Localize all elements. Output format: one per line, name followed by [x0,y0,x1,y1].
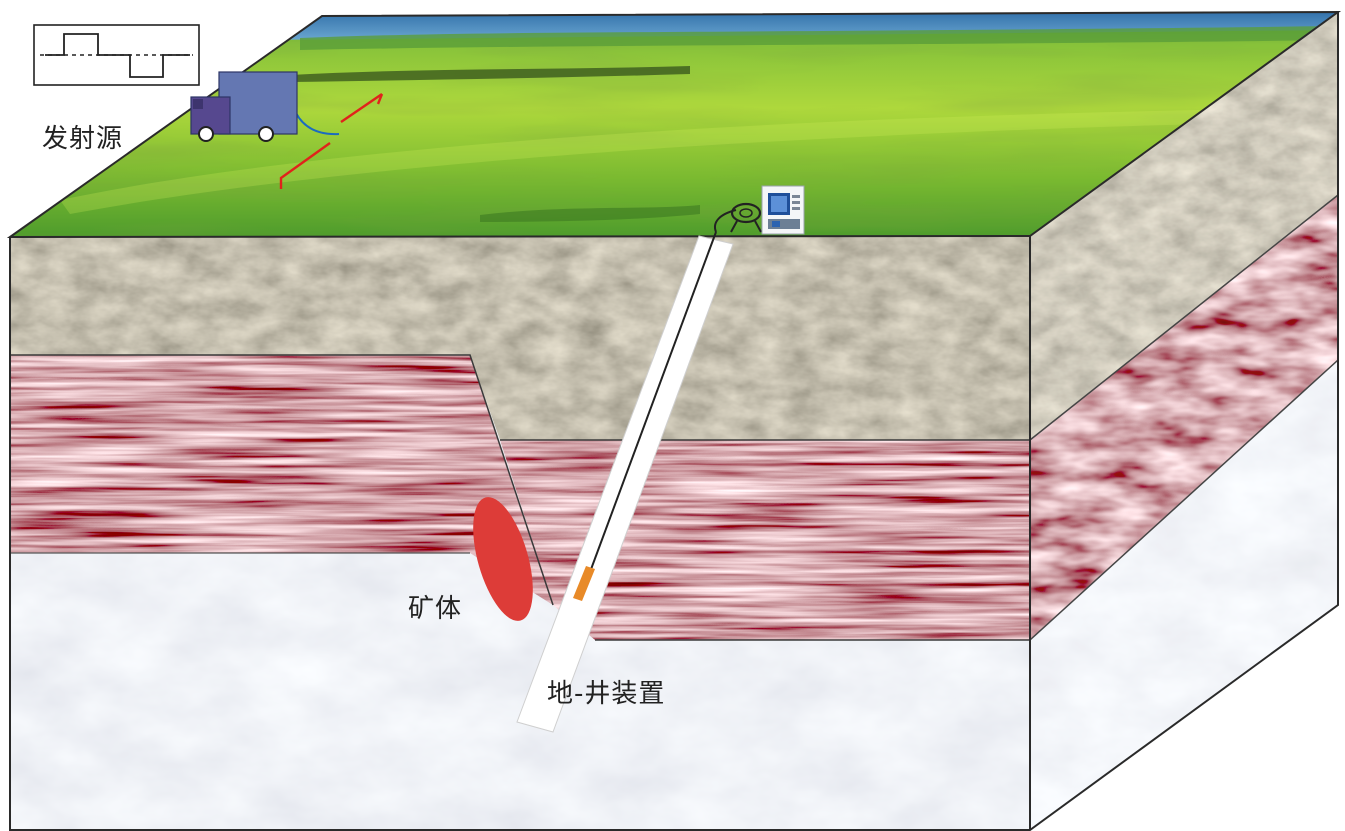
borehole [516,209,737,733]
ore-body [473,497,533,621]
ore-body-label: 矿体 [408,594,463,624]
cable-reel-icon [730,202,762,233]
source-label: 发射源 [42,124,124,154]
receiver-console-icon [761,185,805,235]
borehole-setup-label: 地-井装置 [547,679,666,709]
source-cable [279,142,331,189]
borehole-cable [589,231,717,573]
truck-link-wire [295,112,340,136]
block-outline [6,10,1342,831]
front-cross-section [10,236,1030,830]
source-cable-segment [340,93,383,123]
downhole-probe [573,566,595,601]
waveform-icon [33,24,200,86]
source-cable-tip [376,93,384,105]
truck-icon [190,71,298,142]
